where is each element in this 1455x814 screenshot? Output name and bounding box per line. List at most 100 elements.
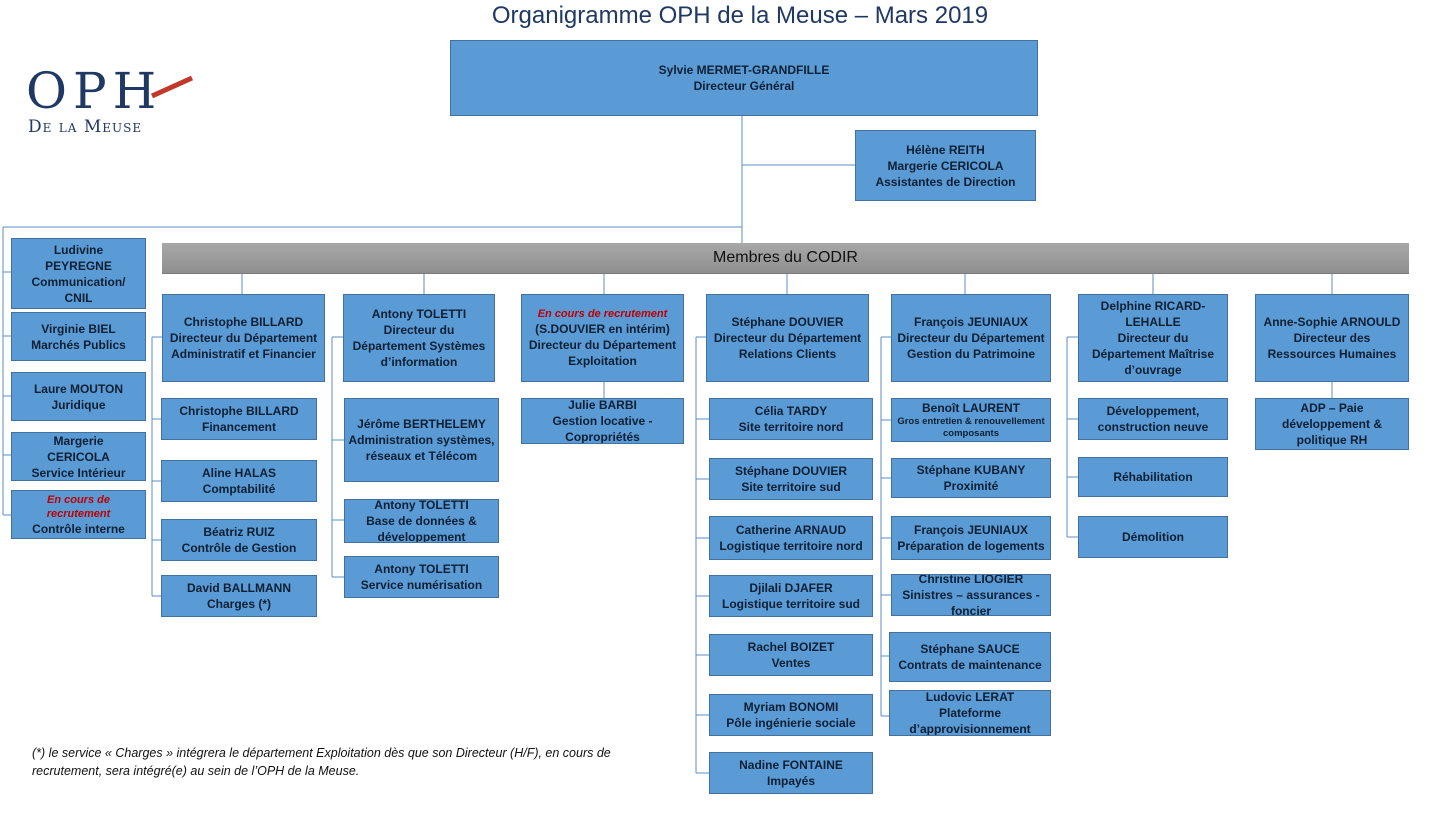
- org-box-expl: En cours de recrutement (S.DOUVIER en int…: [521, 294, 684, 382]
- box-role: Pôle ingénierie sociale: [726, 716, 856, 730]
- box-role: Marchés Publics: [31, 337, 126, 352]
- box-role: PEYREGNE: [45, 258, 112, 273]
- recruiting-note: En cours de recrutement: [46, 493, 111, 520]
- box-name: Benoît LAURENT: [922, 401, 1020, 415]
- org-box-dg: Sylvie MERMET-GRANDFILLE Directeur Généra…: [450, 40, 1038, 116]
- org-box-dsi: Antony TOLETTI Directeur du Département S…: [343, 294, 495, 382]
- box-role: Communication/: [31, 274, 126, 289]
- recruiting-note: En cours de recrutement: [537, 308, 668, 320]
- box-name: Jérôme BERTHELEMY: [357, 417, 486, 431]
- org-box-prox: Stéphane KUBANY Proximité: [891, 458, 1051, 498]
- box-name: Stéphane KUBANY: [916, 463, 1026, 477]
- org-box-drc: Stéphane DOUVIER Directeur du Département…: [706, 294, 869, 382]
- box-name: Antony TOLETTI: [371, 307, 467, 321]
- box-role: Directeur du Département Exploitation: [528, 338, 677, 368]
- box-role: Site territoire nord: [738, 420, 844, 434]
- box-role: Comptabilité: [202, 482, 276, 496]
- box-role: CNIL: [64, 290, 93, 305]
- org-box-dgp: François JEUNIAUX Directeur du Départemen…: [891, 294, 1051, 382]
- box-name: Développement, construction neuve: [1097, 404, 1209, 434]
- box-name: Ludovic LERAT: [925, 690, 1015, 704]
- org-box-nord: Célia TARDY Site territoire nord: [709, 398, 873, 440]
- box-name: Virginie BIEL: [41, 321, 116, 336]
- box-role: Assistantes de Direction: [875, 174, 1016, 189]
- box-role: Administration systèmes, réseaux et Télé…: [348, 433, 495, 463]
- box-role: Contrats de maintenance: [898, 658, 1042, 672]
- box-name: Catherine ARNAUD: [735, 523, 847, 537]
- box-role: Logistique territoire nord: [719, 539, 863, 553]
- box-name: Delphine RICARD-LEHALLE: [1100, 299, 1206, 329]
- box-name: Ludivine: [53, 242, 104, 257]
- box-role: Impayés: [766, 774, 816, 788]
- org-box-dev: Développement, construction neuve: [1078, 398, 1228, 440]
- org-box-ventes: Rachel BOIZET Ventes: [709, 634, 873, 676]
- box-name: Djilali DJAFER: [749, 581, 833, 595]
- box-name: Antony TOLETTI: [374, 499, 469, 512]
- box-name: Démolition: [1122, 530, 1184, 544]
- box-name: Julie BARBI: [568, 398, 637, 412]
- page-title: Organigramme OPH de la Meuse – Mars 2019: [491, 2, 989, 29]
- box-role: Gestion locative - Copropriétés: [552, 414, 653, 444]
- box-role: Service numérisation: [360, 578, 483, 592]
- box-role: Juridique: [51, 397, 106, 412]
- box-role: Sinistres – assurances - foncier: [902, 588, 1040, 616]
- box-name: Antony TOLETTI: [374, 562, 469, 576]
- box-role: Directeur du Département Relations Clien…: [713, 331, 862, 361]
- box-role: CERICOLA: [47, 449, 110, 464]
- box-name: Rachel BOIZET: [747, 640, 835, 654]
- box-role: Directeur du Département Systèmes d’info…: [352, 323, 486, 369]
- box-name: Laure MOUTON: [33, 381, 124, 396]
- box-role: Margerie CERICOLA: [887, 158, 1004, 173]
- box-role: Préparation de logements: [897, 539, 1045, 553]
- box-name: François JEUNIAUX: [913, 315, 1029, 329]
- box-role: Directeur du Département Gestion du Patr…: [897, 331, 1045, 361]
- box-name: Anne-Sophie ARNOULD: [1263, 315, 1401, 329]
- box-role: Base de données & développement: [366, 514, 477, 543]
- org-box-gestloc: Julie BARBI Gestion locative - Copropriét…: [521, 398, 684, 444]
- org-box-adp: ADP – Paie développement & politique RH: [1255, 398, 1409, 450]
- box-role: Directeur Général: [693, 79, 795, 93]
- box-role: Logistique territoire sud: [721, 597, 860, 611]
- box-role: Contrôle de Gestion: [181, 541, 297, 555]
- box-role: Gros entretien & renouvellement composan…: [897, 416, 1045, 439]
- codir-bar: Membres du CODIR: [162, 243, 1409, 274]
- box-name: Stéphane DOUVIER: [731, 315, 844, 329]
- box-name: Myriam BONOMI: [743, 700, 839, 714]
- box-name: Célia TARDY: [754, 404, 828, 418]
- box-role: Proximité: [943, 479, 999, 493]
- box-name: Christophe BILLARD: [179, 404, 299, 418]
- box-name: Stéphane DOUVIER: [734, 464, 848, 478]
- logo-meuse-text: De la Meuse: [28, 117, 142, 137]
- box-name: Sylvie MERMET-GRANDFILLE: [658, 63, 830, 77]
- org-box-pis: Myriam BONOMI Pôle ingénierie sociale: [709, 694, 873, 736]
- box-role: Financement: [201, 420, 276, 434]
- org-box-admsys: Jérôme BERTHELEMY Administration systèmes…: [344, 398, 499, 482]
- box-name: (S.DOUVIER en intérim): [535, 322, 670, 336]
- box-name: François JEUNIAUX: [913, 523, 1029, 537]
- org-box-bdd: Antony TOLETTI Base de données & développ…: [344, 499, 499, 543]
- box-role: Service Intérieur: [31, 465, 126, 480]
- oph-logo: OPH De la Meuse: [26, 62, 194, 137]
- box-name: Contrôle interne: [32, 521, 125, 536]
- box-name: David BALLMANN: [187, 581, 291, 595]
- box-role: Ventes: [771, 656, 811, 670]
- box-role: Directeur du Département Administratif e…: [169, 331, 318, 361]
- box-name: Aline HALAS: [201, 466, 276, 480]
